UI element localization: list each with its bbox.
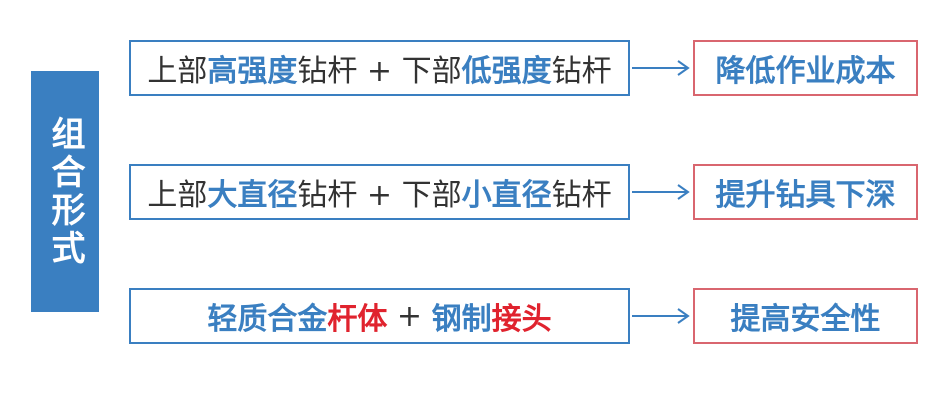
combination-box-3: 轻质合金杆体 + 钢制接头 — [129, 288, 630, 344]
combination-text-segment: 大直径 — [207, 178, 298, 213]
combination-box-2: 上部大直径钻杆 + 下部小直径钻杆 — [129, 164, 630, 220]
combination-text-segment: 钻杆 + 下部 — [297, 54, 462, 89]
side-label: 组合形式 — [31, 71, 99, 312]
arrow-icon — [632, 60, 690, 76]
result-text-1: 降低作业成本 — [715, 54, 896, 89]
side-label-text: 组合形式 — [45, 115, 85, 268]
combination-box-1: 上部高强度钻杆 + 下部低强度钻杆 — [129, 40, 630, 96]
combination-text-segment: + — [387, 298, 432, 334]
arrow-icon — [632, 184, 690, 200]
arrow-icon — [632, 308, 690, 324]
combination-text-segment: 钻杆 + 下部 — [297, 178, 462, 213]
combination-text-segment: 上部 — [147, 178, 208, 213]
combination-text-segment: 低强度 — [461, 54, 552, 89]
result-text-3: 提高安全性 — [730, 302, 881, 337]
combination-text-segment: 高强度 — [207, 54, 298, 89]
result-text-2: 提升钻具下深 — [715, 178, 896, 213]
combination-text-segment: 上部 — [147, 54, 208, 89]
combination-text-segment: 钻杆 — [551, 178, 612, 213]
combination-text-segment: 小直径 — [461, 178, 552, 213]
combination-text-segment: 接头 — [491, 302, 552, 337]
combination-text-segment: 杆体 — [327, 302, 388, 337]
combination-text-segment: 轻质合金 — [207, 302, 328, 337]
result-box-3: 提高安全性 — [693, 288, 918, 344]
result-box-1: 降低作业成本 — [693, 40, 918, 96]
result-box-2: 提升钻具下深 — [693, 164, 918, 220]
combination-text-segment: 钢制 — [431, 302, 492, 337]
combination-text-segment: 钻杆 — [551, 54, 612, 89]
